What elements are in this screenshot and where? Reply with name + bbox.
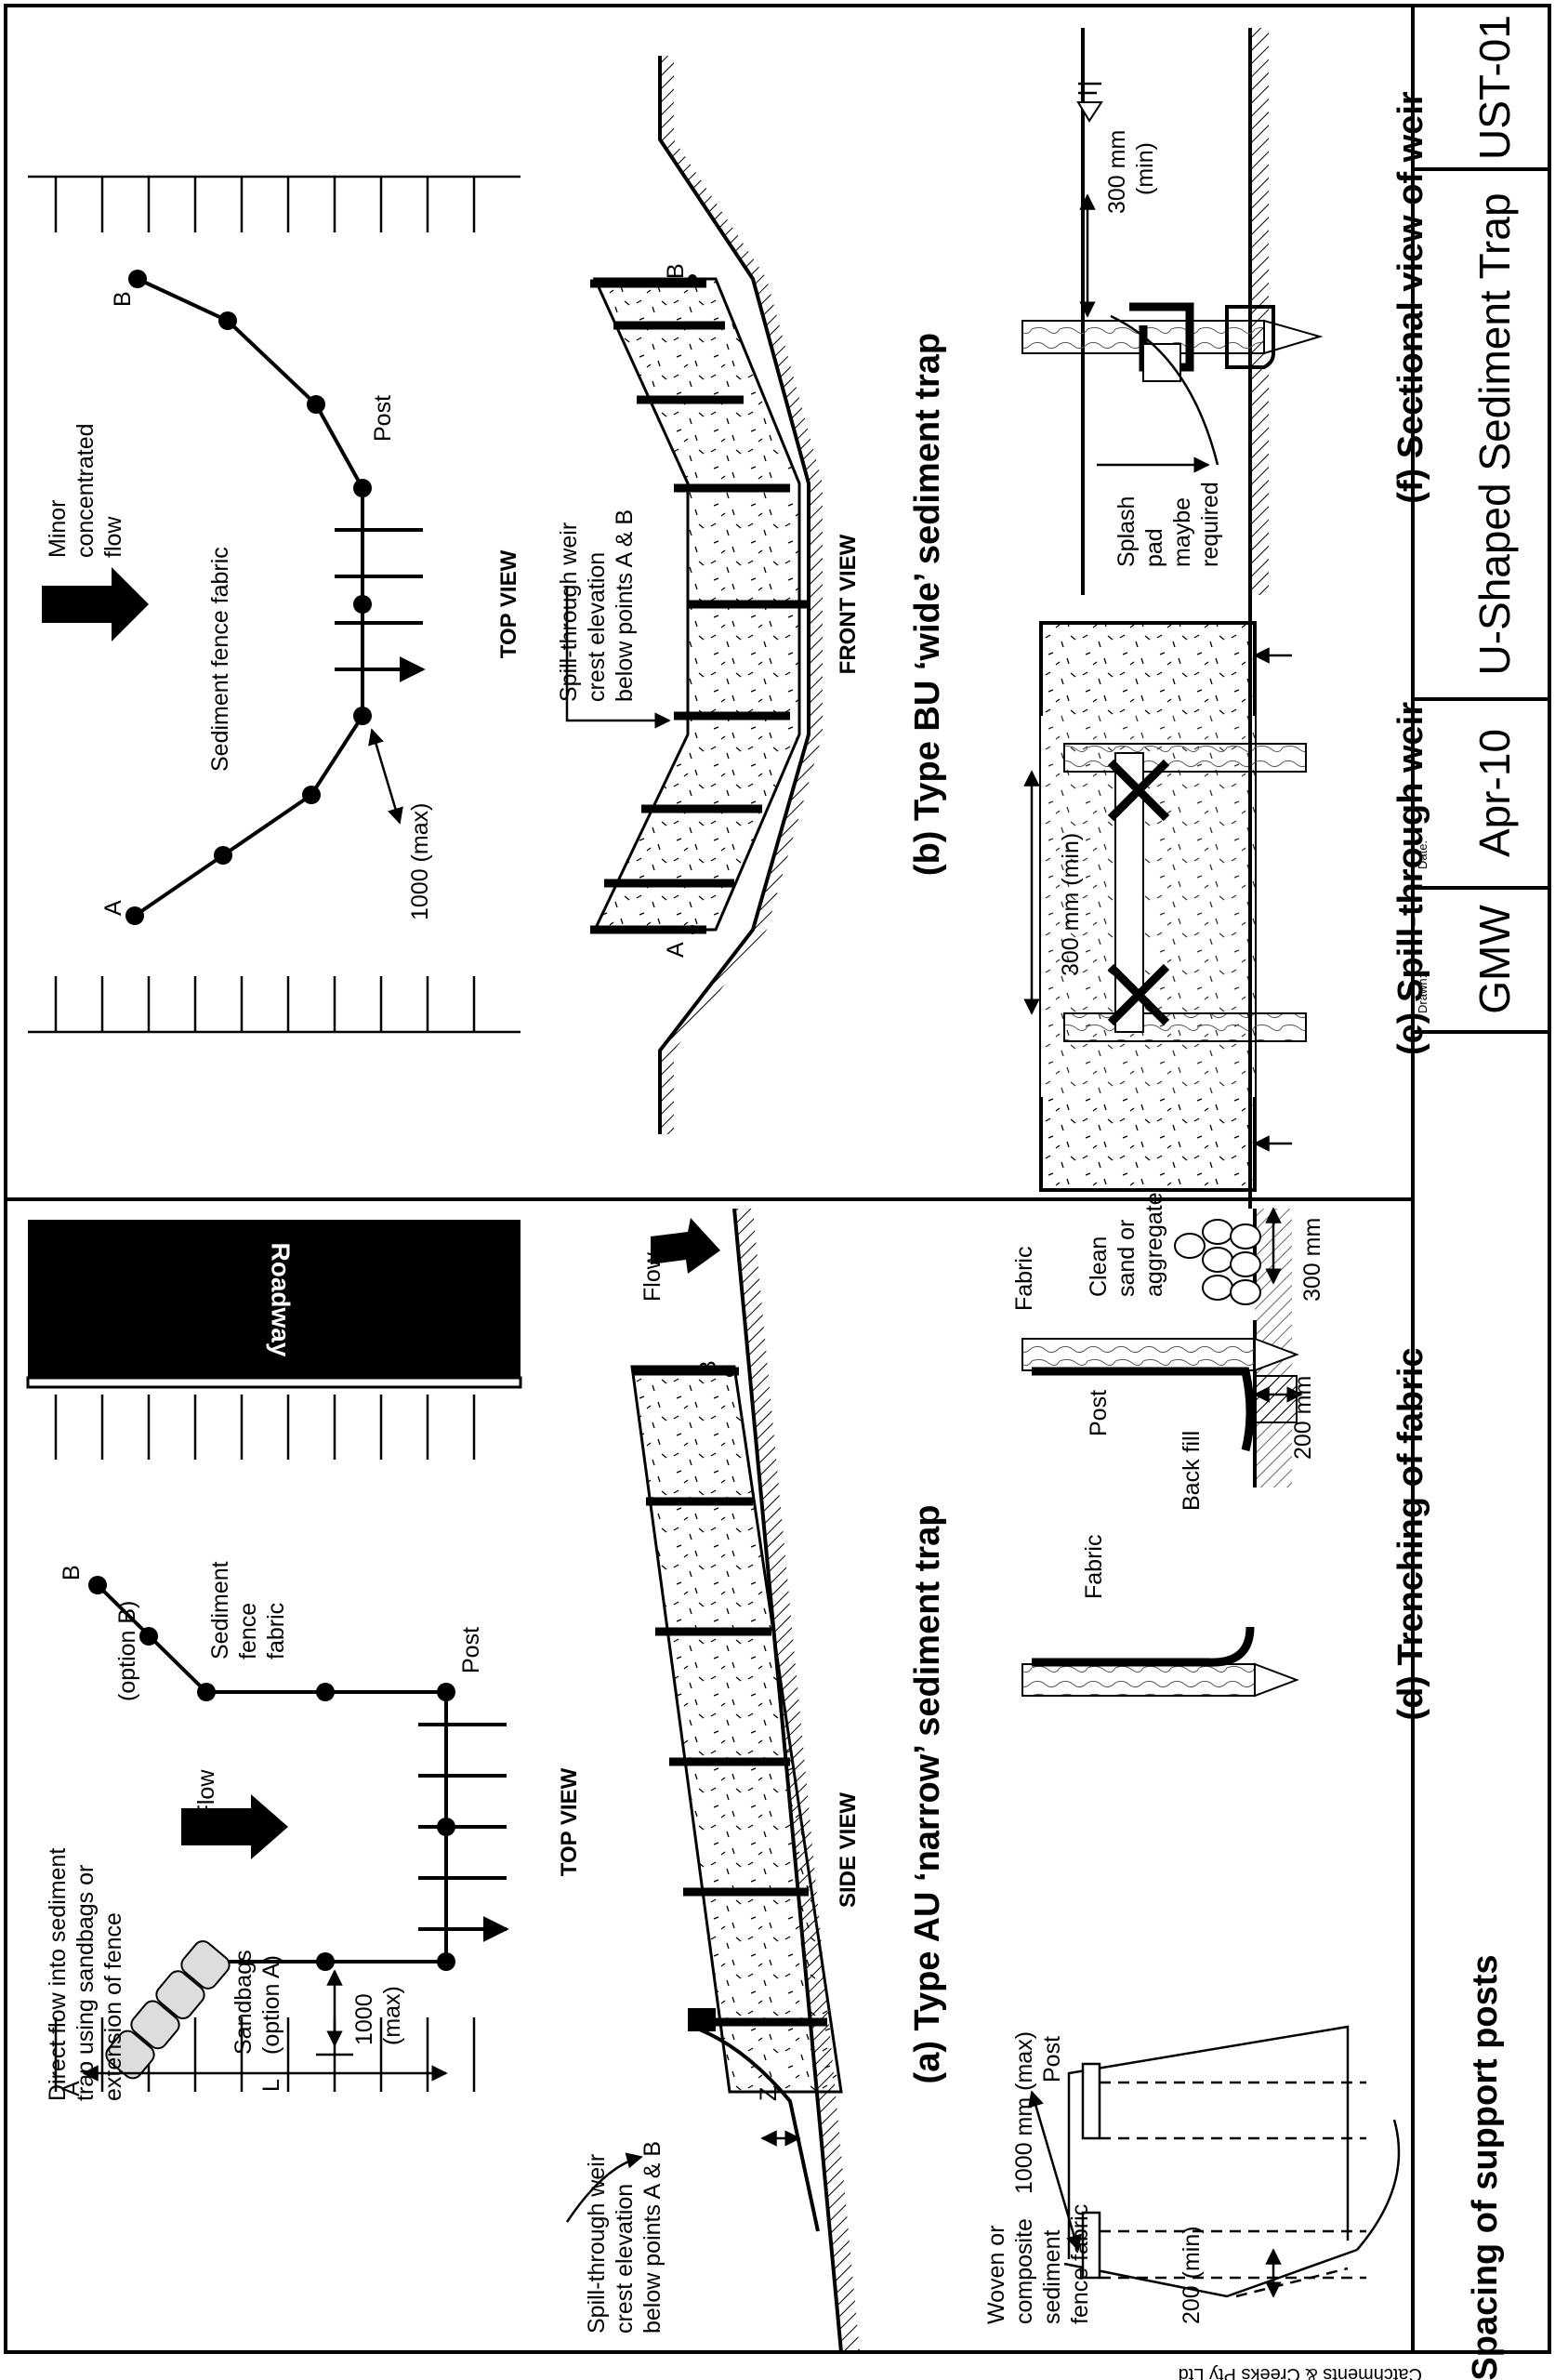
panel-d-trenching: Fabric Back fill 200 mm Post Fabric Clea… (1011, 1192, 1325, 1698)
drawing-code: UST-01 (1470, 15, 1519, 160)
copyright-text: Catchments & Creeks Pty Ltd (1179, 2364, 1422, 2380)
z-label: Z (756, 2087, 782, 2101)
option-b-label: (option B) (114, 1601, 140, 1701)
title-block: UST-01 U-Shaped Sediment Trap Date: Apr-… (1411, 4, 1551, 2354)
front-point-a: A (663, 942, 689, 958)
minor-flow-arrow-icon (42, 567, 149, 641)
side-view-label: SIDE VIEW (836, 1792, 861, 1908)
top-view-label-b: TOP VIEW (496, 549, 521, 658)
caption-e: (e) Spill-through weir (1391, 702, 1430, 1055)
date-label: Date: (1416, 840, 1430, 869)
side-flow-label: Flow (639, 1251, 665, 1302)
panel-b-top-view: Minor concentrated flow Sediment fence f… (28, 175, 521, 1034)
sandbags-label: Sandbags (option A) (231, 1943, 284, 2055)
length-label: L (258, 2079, 284, 2092)
caption-b: (b) Type BU ‘wide’ sediment trap (908, 333, 947, 876)
sand-label: Clean sand or aggregate (1086, 1192, 1167, 1297)
weir-height-label: 300 mm (min) (1104, 124, 1158, 214)
fence-fabric-label: Sediment fence fabric (207, 1554, 289, 1659)
drawing-title: U-Shaped Sediment Trap (1470, 192, 1519, 675)
minor-flow-label: Minor concentrated flow (45, 417, 126, 559)
embed-label: 200 (min) (1179, 2226, 1205, 2324)
panel-e-weir: 300 mm (min) (1023, 595, 1307, 1209)
roadway (28, 1220, 521, 1378)
caption-a: (a) Type AU ‘narrow’ sediment trap (908, 1505, 947, 2084)
trench-width-label: 300 mm (1299, 1218, 1325, 1302)
weir-plank-2 (1063, 1012, 1307, 1042)
flow-label: Flow (193, 1769, 219, 1819)
caption-f: (f) Sectional view of weir (1391, 91, 1430, 504)
fabric-label-2: Fabric (1011, 1247, 1037, 1311)
post-label: Post (458, 1627, 484, 1673)
fabric-label-1: Fabric (1081, 1535, 1107, 1599)
wide-fence-line (133, 277, 364, 918)
wide-post-label: Post (370, 395, 396, 442)
date-value: Apr-10 (1470, 729, 1519, 857)
wide-fence-fabric-label: Sediment fence fabric (207, 547, 233, 772)
trench-post-label: Post (1086, 1390, 1112, 1436)
trench-fabric-right (1032, 1626, 1255, 1667)
weir-note-a: Spill-through weir crest elevation below… (584, 2141, 665, 2334)
flow-arrow-icon (181, 1794, 288, 1859)
support-spacing-label: 1000 mm (max) (1011, 2031, 1037, 2194)
front-point-b: B (663, 263, 689, 279)
panel-c-support-posts: 1000 mm (max) Post Woven or composite se… (983, 2025, 1401, 2324)
weir-note-b: Spill-through weir crest elevation below… (556, 509, 638, 702)
sediment-body (630, 1365, 843, 2094)
caption-d: (d) Trenching of fabric (1391, 1347, 1430, 1720)
weir-crest-line (692, 2025, 820, 2232)
wide-point-a: A (100, 900, 126, 916)
wide-spacing-label: 1000 (max) (407, 803, 433, 920)
flow-arrow-side-icon (651, 1218, 720, 1274)
panel-a-side-view: Flow B Z Spill-through weir crest elevat… (565, 1208, 861, 2353)
splash-pad-label: Splash pad maybe required (1114, 482, 1223, 567)
top-view-label-a: TOP VIEW (557, 1767, 582, 1876)
panel-b-front-view: B A Spill-through weir crest elevation b… (556, 56, 861, 1134)
aggregate-stones (1174, 1219, 1261, 1305)
support-post-label: Post (1039, 2036, 1065, 2082)
spacing-label: 1000 (max) (351, 1986, 405, 2045)
wide-point-b: B (110, 291, 136, 307)
back-fill-label: Back fill (1179, 1431, 1205, 1511)
roadway-label: Roadway (267, 1243, 296, 1357)
caption-c: (c) Spacing of support posts (1466, 1954, 1505, 2380)
side-point-b: B (695, 1360, 721, 1376)
trench-fabric-left (1032, 1367, 1255, 1452)
direct-flow-note: Direct flow into sediment trap using san… (45, 1842, 126, 2101)
trench-depth-label: 200 mm (1290, 1376, 1316, 1460)
point-a-label: A (59, 2081, 85, 2096)
panel-a-top-view: Roadway Flow Direct flow into sediment t… (26, 1220, 582, 2101)
panel-f-section: 300 mm (min) Splash pad maybe required (1021, 28, 1324, 595)
drawn-value: GMW (1470, 905, 1519, 1014)
front-view-label: FRONT VIEW (836, 534, 861, 674)
weir-plank (1063, 743, 1307, 773)
fabric-note: Woven or composite sediment fence fabric (983, 2204, 1093, 2324)
point-b-label: B (59, 1565, 85, 1580)
weir-width-label: 300 mm (min) (1058, 833, 1084, 976)
drawn-label: Drawn: (1416, 975, 1430, 1013)
